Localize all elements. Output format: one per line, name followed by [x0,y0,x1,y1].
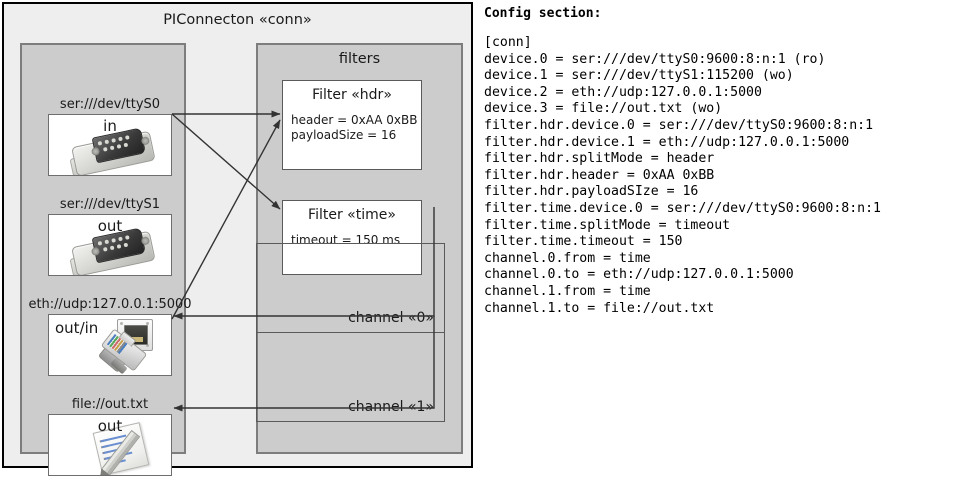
filter-title: Filter «hdr» [312,87,392,103]
device-box[interactable]: out/in [48,314,172,376]
device-direction: out [97,217,123,235]
filter-property: payloadSize = 16 [291,128,397,142]
config-line: [conn] [484,35,532,50]
config-line: device.1 = ser:///dev/ttyS1:115200 (wo) [484,68,794,84]
config-line: filter.hdr.splitMode = header [484,151,715,167]
diagram-title: PIConnecton «conn» [163,12,312,28]
device-ser-ttys0[interactable]: ser:///dev/ttyS0 in [48,97,172,176]
device-ser-ttys1[interactable]: ser:///dev/ttyS1 out [48,197,172,276]
device-label: ser:///dev/ttyS0 [59,97,161,112]
device-direction: in [103,117,117,135]
devices-panel: ser:///dev/ttyS0 in [20,43,192,476]
device-box[interactable]: out [48,414,172,476]
config-line: filter.hdr.device.0 = ser:///dev/ttyS0:9… [484,117,874,133]
device-direction: out/in [55,319,99,337]
diagram-frame: PIConnecton «conn» ser:///dev/ttyS0 in [2,2,473,476]
config-section: Config section: [conn]device.0 = ser:///… [484,6,954,317]
device-box[interactable]: in [48,114,172,176]
config-lines: [conn]device.0 = ser:///dev/ttyS0:9600:8… [484,35,954,317]
channel-label: channel «0» [348,310,434,326]
channel-label: channel «1» [348,399,434,415]
config-line: filter.time.device.0 = ser:///dev/ttyS0:… [484,200,881,216]
config-line: channel.0.to = eth://udp:127.0.0.1:5000 [484,267,794,283]
device-label: file://out.txt [71,397,149,412]
filter-property: header = 0xAA 0xBB [291,113,418,127]
config-line: channel.1.from = time [484,283,651,299]
config-heading: Config section: [484,6,602,21]
device-eth-udp[interactable]: eth://udp:127.0.0.1:5000 out/in [28,297,192,376]
config-line: filter.time.timeout = 150 [484,234,683,250]
device-label: ser:///dev/ttyS1 [59,197,161,212]
config-line: device.0 = ser:///dev/ttyS0:9600:8:n:1 (… [484,51,826,67]
device-box[interactable]: out [48,214,172,276]
ethernet-jack-icon [97,317,171,375]
device-direction: out [97,417,123,435]
config-line: filter.hdr.payloadSIze = 16 [484,184,699,200]
config-line: device.3 = file://out.txt (wo) [484,101,723,117]
config-line: filter.hdr.header = 0xAA 0xBB [484,167,715,183]
config-line: filter.hdr.device.1 = eth://udp:127.0.0.… [484,134,850,150]
channel-1-box[interactable]: channel «1» [256,332,445,422]
device-label: eth://udp:127.0.0.1:5000 [28,297,192,312]
device-file-out[interactable]: file://out.txt out [48,397,172,476]
config-line: channel.0.from = time [484,250,651,266]
filter-hdr-box[interactable]: Filter «hdr» header = 0xAA 0xBB payloadS… [282,80,422,170]
channel-0-box[interactable]: channel «0» [256,243,445,333]
filters-panel-title: filters [338,51,381,67]
config-line: filter.time.splitMode = timeout [484,217,731,233]
config-line: channel.1.to = file://out.txt [484,300,715,316]
filters-panel: filters Filter «hdr» header = 0xAA 0xBB … [256,43,463,454]
config-line: device.2 = eth://udp:127.0.0.1:5000 [484,84,762,100]
filter-properties: header = 0xAA 0xBB payloadSize = 16 [291,113,421,143]
filter-title: Filter «time» [308,207,396,223]
